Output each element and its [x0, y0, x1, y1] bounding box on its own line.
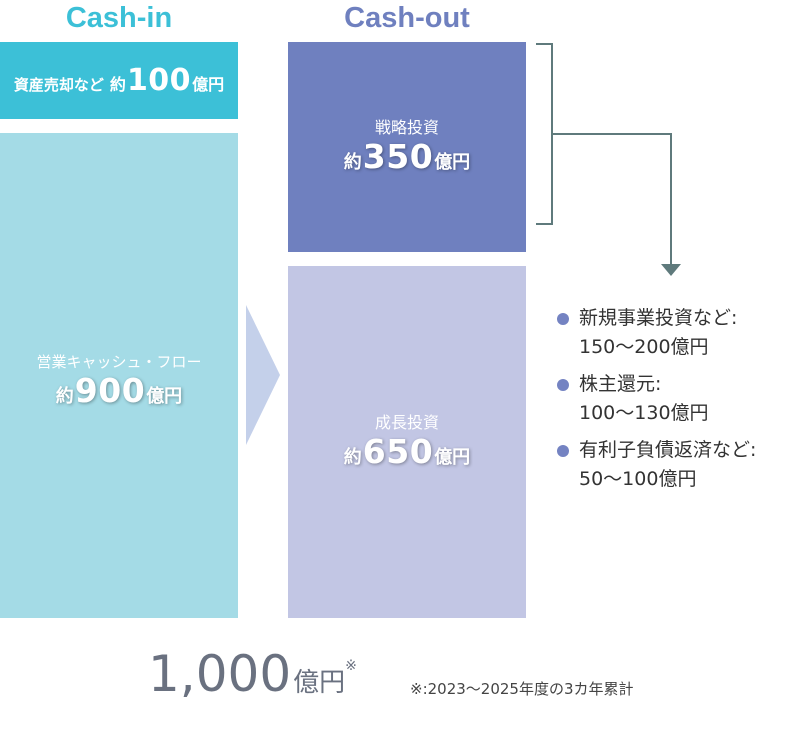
breakdown-item-debt-repayment: 有利子負債返済など: 50〜100億円 — [557, 436, 797, 494]
growth-investment-unit: 億円 — [434, 447, 471, 469]
operating-cash-flow-unit: 億円 — [146, 386, 183, 407]
total-amount: 1,000 億円 ※ — [148, 646, 357, 702]
total-unit: 億円 — [293, 668, 346, 698]
breakdown-item-label: 新規事業投資など: — [579, 307, 738, 329]
operating-cash-flow-prefix: 約 — [55, 386, 74, 407]
bullet-dot-icon — [557, 445, 569, 457]
strategic-investment-block: 戦略投資 約 350 億円 — [288, 42, 526, 252]
asset-sales-unit: 億円 — [192, 75, 225, 94]
breakdown-item-shareholder-returns: 株主還元: 100〜130億円 — [557, 370, 797, 428]
breakdown-item-amount: 100〜130億円 — [579, 402, 709, 424]
bracket-connector — [536, 43, 681, 276]
flow-arrow-icon — [246, 305, 280, 445]
asset-sales-block: 資産売却など 約 100 億円 — [0, 42, 238, 119]
growth-investment-prefix: 約 — [343, 447, 362, 469]
bullet-dot-icon — [557, 313, 569, 325]
strategic-investment-prefix: 約 — [343, 152, 362, 174]
operating-cash-flow-label: 営業キャッシュ・フロー — [36, 353, 202, 371]
growth-investment-label: 成長投資 — [374, 412, 439, 432]
down-arrow-icon — [661, 264, 681, 276]
breakdown-item-new-business: 新規事業投資など: 150〜200億円 — [557, 304, 797, 362]
total-value: 1,000 — [148, 645, 292, 703]
operating-cash-flow-block: 営業キャッシュ・フロー 約 900 億円 — [0, 133, 238, 618]
strategic-investment-label: 戦略投資 — [374, 117, 439, 137]
operating-cash-flow-amount: 約 900 億円 — [56, 371, 182, 410]
asset-sales-amount: 資産売却など 約 100 億円 — [14, 63, 224, 98]
strategic-investment-value: 350 — [362, 137, 434, 177]
strategic-investment-amount: 約 350 億円 — [344, 137, 470, 176]
asset-sales-prefix: 約 — [109, 75, 126, 94]
breakdown-item-amount: 50〜100億円 — [579, 468, 697, 490]
growth-investment-value: 650 — [362, 432, 434, 472]
breakdown-item-amount: 150〜200億円 — [579, 336, 709, 358]
total-mark: ※ — [345, 658, 357, 674]
growth-investment-amount: 約 650 億円 — [344, 432, 470, 471]
breakdown-list: 新規事業投資など: 150〜200億円 株主還元: 100〜130億円 有利子負… — [557, 304, 797, 494]
strategic-investment-unit: 億円 — [434, 152, 471, 174]
breakdown-item-label: 株主還元: — [579, 373, 662, 395]
cash-out-heading: Cash-out — [344, 2, 470, 34]
footnote: ※:2023〜2025年度の3カ年累計 — [410, 680, 634, 698]
bullet-dot-icon — [557, 379, 569, 391]
operating-cash-flow-value: 900 — [74, 371, 146, 410]
asset-sales-value: 100 — [126, 63, 192, 98]
breakdown-item-label: 有利子負債返済など: — [579, 439, 757, 461]
asset-sales-label: 資産売却など — [13, 76, 104, 94]
cash-in-heading: Cash-in — [65, 2, 173, 34]
growth-investment-block: 成長投資 約 650 億円 — [288, 266, 526, 618]
